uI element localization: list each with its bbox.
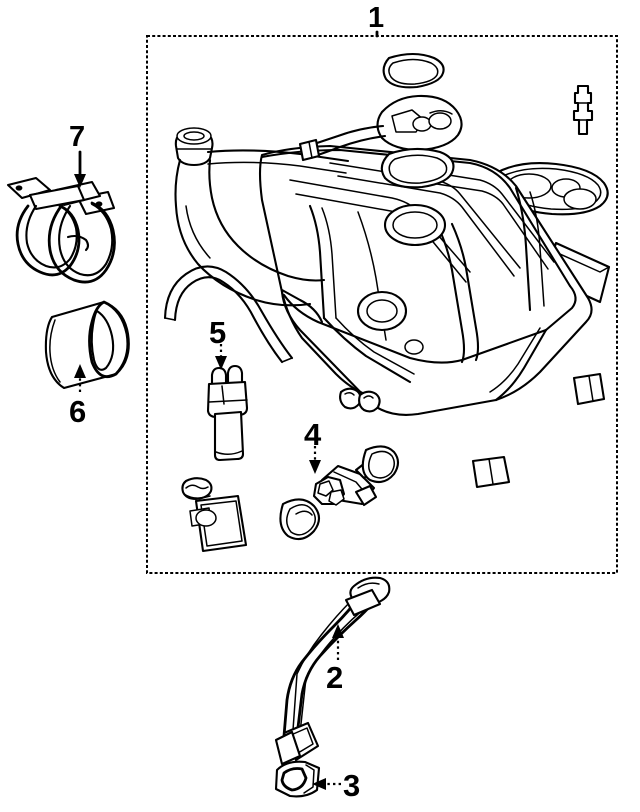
callout-label-1: 1	[368, 2, 385, 34]
callout-5-leader	[215, 344, 227, 370]
fuel-sender-gasket-ring-upper	[382, 52, 445, 89]
tank-isolator-pad-right	[572, 372, 606, 406]
mounting-bolt-pair	[339, 387, 381, 413]
filler-neck-bracket-clip	[274, 760, 321, 798]
double-strap-clamp-bracket	[6, 176, 116, 284]
fuel-pump-filter-assembly	[206, 364, 249, 462]
callout-label-3: 3	[343, 768, 361, 803]
fuel-tank-group-boundary	[146, 35, 618, 574]
fuel-tank-valve-assembly	[279, 445, 400, 541]
fuel-pump-baffle-plate	[189, 494, 248, 553]
callout-6-leader	[74, 364, 86, 392]
fuel-filler-neck-pipe	[274, 576, 391, 766]
callout-3-leader	[312, 778, 341, 790]
callout-label-4: 4	[304, 417, 322, 452]
callout-7-leader	[74, 150, 86, 188]
callout-label-7: 7	[69, 121, 86, 153]
fuel-pump-sender-module	[298, 94, 463, 189]
callout-label-2: 2	[326, 660, 344, 695]
callout-label-6: 6	[69, 394, 87, 429]
filler-hose-sleeve	[44, 300, 130, 390]
tank-isolator-pad-lower	[471, 455, 511, 489]
callout-label-5: 5	[209, 315, 227, 350]
tank-vent-hose-curved	[163, 265, 294, 364]
tank-filler-inlet-tube	[174, 127, 350, 307]
callout-4-leader	[309, 446, 321, 474]
callout-2-leader	[332, 624, 344, 660]
fuel-pump-access-cap	[181, 477, 213, 501]
vapor-vent-valve-nipple	[572, 84, 594, 136]
